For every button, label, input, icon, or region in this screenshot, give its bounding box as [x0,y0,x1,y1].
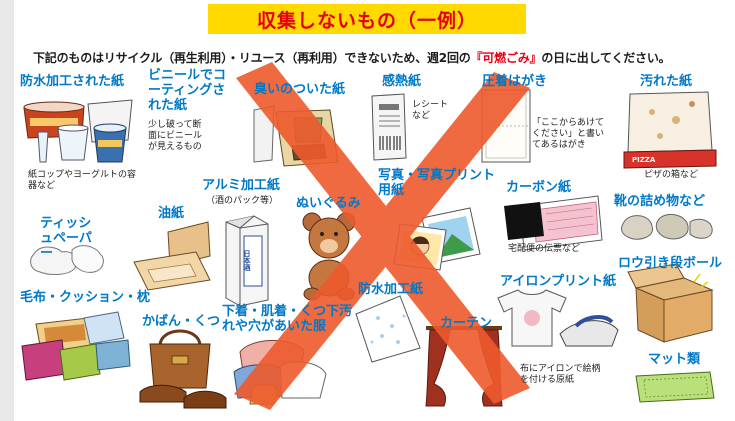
label-aluminum-paper: アルミ加工紙 [202,178,280,193]
instruction-text-2: の日に出してください。 [541,51,671,65]
label-waterproof-paper: 防水加工された紙 [20,74,125,89]
carton-text: 日本酒 [243,250,252,272]
label-iron-print: アイロンプリント紙 [500,274,616,289]
bag-shoes-illustration [139,329,227,409]
label-vinyl-coated: ビニールでコーティングされた紙 [148,68,227,113]
label-wax-cardboard: ロウ引き段ボール [618,256,723,271]
cross-mark [234,62,530,410]
label-underwear: 下着・肌着・くつ下汚れや穴があいた服 [222,304,353,334]
note-carbon-paper: 宅配便の伝票など [508,244,581,254]
oil-paper-illustration [133,221,211,291]
label-dirty-paper: 汚れた紙 [640,74,693,89]
label-bags-shoes: かばん・くつ [142,314,221,329]
sake-carton-illustration: 日本酒 [225,215,269,307]
label-tissue: ティッシュペーパー [40,216,92,261]
receipt-illustration [371,93,407,161]
instruction-line: 下記のものはリサイクル（再生利用）・リユース（再利用）できないため、週2回の『可… [33,49,733,66]
label-curtain: カーテン [440,316,493,331]
shoe-stuffing-illustration [621,214,713,240]
label-carbon-paper: カーボン紙 [506,180,572,195]
label-stuffed-toy: ぬいぐるみ [296,196,361,211]
page-title: 収集しないもの（一例） [256,9,477,32]
left-edge-strip [0,0,14,421]
pizza-box-illustration: PIZZA [623,91,717,169]
label-waterproof-paper-2: 防水加工紙 [358,282,424,297]
instruction-highlight: 『可燃ごみ』 [470,51,542,65]
cardboard-box-illustration [627,263,714,343]
note-aluminum-paper: （酒のパック等） [206,196,279,206]
carbon-slip-illustration [504,195,603,251]
yogurt-cups-illustration [23,99,133,163]
label-photos: 写真・写真プリント用紙 [378,168,496,198]
note-thermal-paper: レシートなど [412,100,449,121]
mat-illustration [635,371,715,403]
note-pressure-postcard: 「ここからあけてください」と書いてあるはがき [532,118,605,150]
label-blanket: 毛布・クッション・枕 [20,290,151,305]
waterproof-sheet-illustration [355,295,421,363]
instruction-text-1: 下記のものはリサイクル（再生利用）・リユース（再利用）できないため、週2回の [33,51,471,65]
label-smelly-paper: 臭いのついた紙 [254,82,346,97]
pizza-box-text: PIZZA [632,156,656,164]
label-pressure-postcard: 圧着はがき [482,74,548,89]
label-shoe-stuffing: 靴の詰め物など [614,194,706,209]
note-iron-print: 布にアイロンで絵柄を付ける原紙 [520,364,601,385]
note-dirty-paper: ピザの箱など [644,170,699,180]
title-banner: 収集しないもの（一例） [208,4,526,34]
label-oil-paper: 油紙 [158,206,185,221]
tissue-illustration [30,245,104,275]
note-waterproof-paper: 紙コップやヨーグルトの容器など [28,170,137,191]
blanket-cushion-illustration [21,311,131,381]
label-thermal-paper: 感熱紙 [382,74,422,89]
tshirt-iron-illustration [497,289,619,347]
note-vinyl-coated: 少し破って断面にビニールが見えるもの [148,120,203,152]
label-mat: マット類 [648,352,701,367]
